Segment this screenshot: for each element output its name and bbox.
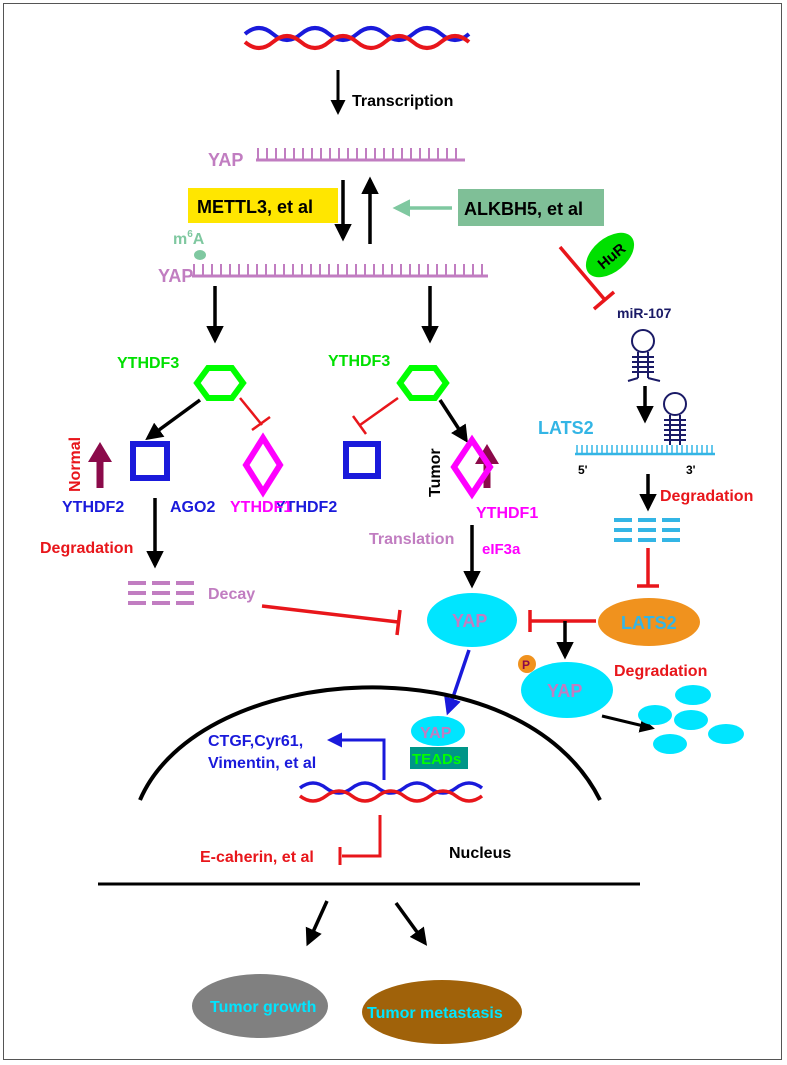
yap-nuclear-translocation-arrow — [444, 649, 471, 716]
yap-nuclear — [411, 716, 465, 746]
yap-nuclear-label: YAP — [420, 725, 452, 742]
ythdf1-left-diamond — [242, 432, 284, 498]
lats2-mrna — [575, 445, 715, 456]
m6a-label: m6A — [173, 229, 205, 248]
m6a-mark — [194, 250, 206, 260]
targets-line2: Vimentin, et al — [208, 755, 316, 772]
ythdf3-inhibit-ythdf2-line — [359, 396, 399, 427]
ythdf3-left-label: YTHDF3 — [117, 355, 179, 372]
tumor-metastasis-label: Tumor metastasis — [367, 1005, 503, 1022]
teads-box — [410, 747, 468, 769]
alkbh5-box — [458, 189, 604, 226]
yap-mrna-top — [256, 148, 465, 162]
three-prime-label: 3' — [686, 463, 696, 477]
normal-up-arrow — [88, 442, 112, 488]
five-prime-label: 5' — [578, 463, 588, 477]
ythdf2-right-label: YTHDF2 — [275, 499, 337, 516]
decayed-mrna-fragments — [128, 581, 194, 605]
ythdf1-right-diamond — [450, 434, 494, 500]
ythdf3-inhibit-ythdf1-bar — [251, 415, 271, 432]
degradation-right-label: Degradation — [660, 488, 753, 505]
degraded-yap-fragments — [638, 685, 744, 754]
yap-degradation-arrow — [601, 714, 655, 733]
mettl3-box — [188, 188, 338, 223]
mirna-hairpin-2 — [663, 392, 687, 445]
ythdf2-right-square — [343, 441, 381, 479]
yap-mrna-top-label: YAP — [208, 150, 243, 170]
tumor-growth-ellipse — [192, 974, 328, 1038]
hur-ellipse — [585, 232, 635, 278]
tumor-metastasis-ellipse — [362, 980, 522, 1044]
translation-label: Translation — [369, 531, 454, 548]
ythdf3-left-hexagon — [193, 365, 247, 401]
ythdf3-right-label: YTHDF3 — [328, 353, 390, 370]
ythdf1-left-label: YTHDF1 — [230, 499, 292, 516]
lats2-mrna-fragments — [614, 518, 680, 542]
ythdf3-to-ythdf2-arrow — [145, 398, 202, 441]
hur-inhibition-bar — [592, 290, 616, 311]
yap-mrna-mid — [192, 264, 488, 278]
yap-protein — [427, 593, 517, 647]
yap-mrna-mid-label: YAP — [158, 266, 193, 286]
mir107-label: miR-107 — [617, 305, 672, 321]
mirna-hairpin-1 — [627, 329, 661, 382]
ago2-label: AGO2 — [170, 499, 215, 516]
targets-line1: CTGF,Cyr61, — [208, 733, 303, 750]
tumor-metastasis-arrow — [394, 901, 428, 946]
decay-label: Decay — [208, 586, 255, 603]
dna-helix-top — [243, 26, 471, 50]
eif3a-label: eIF3a — [482, 541, 521, 558]
dna-helix-nuclear — [298, 781, 484, 803]
transcription-label: Transcription — [352, 93, 453, 110]
figure-frame — [3, 3, 782, 1060]
phosphate-label: P — [522, 658, 530, 672]
ythdf2-left-label: YTHDF2 — [62, 499, 124, 516]
target-repression-line — [342, 815, 382, 858]
ythdf2-left-square — [130, 441, 170, 481]
ythdf3-right-hexagon — [396, 365, 450, 401]
degradation-protein-label: Degradation — [614, 663, 707, 680]
hur-inhibition-line — [558, 245, 607, 302]
target-activation-arrow — [327, 732, 386, 780]
yap-phospho-protein — [521, 662, 613, 718]
lats2-protein — [598, 598, 700, 646]
decay-inhibit-yap-line — [261, 604, 399, 624]
ythdf1-right-label: YTHDF1 — [476, 505, 538, 522]
lats2-protein-label: LATS2 — [621, 613, 677, 633]
ythdf3-inhibit-ythdf2-bar — [351, 415, 368, 435]
mettl3-label: METTL3, et al — [197, 197, 313, 217]
ythdf3-to-ythdf1-arrow — [438, 399, 468, 443]
teads-label: TEADs — [412, 751, 461, 768]
degradation-left-label: Degradation — [40, 540, 133, 557]
alkbh5-label: ALKBH5, et al — [464, 199, 583, 219]
ythdf3-inhibit-ythdf1-line — [239, 397, 263, 426]
normal-label: Normal — [67, 437, 84, 492]
yap-protein-label: YAP — [452, 611, 487, 631]
ecadherin-label: E-caherin, et al — [200, 849, 314, 866]
yap-phospho-label: YAP — [547, 681, 582, 701]
tumor-growth-label: Tumor growth — [210, 999, 316, 1016]
lats2-mrna-label: LATS2 — [538, 418, 594, 438]
tumor-label: Tumor — [427, 448, 444, 497]
nuclear-envelope — [138, 685, 602, 801]
tumor-growth-arrow — [305, 900, 329, 947]
phosphate-circle — [518, 655, 536, 673]
decay-inhibit-yap-bar — [395, 609, 402, 636]
nucleus-label: Nucleus — [449, 845, 511, 862]
